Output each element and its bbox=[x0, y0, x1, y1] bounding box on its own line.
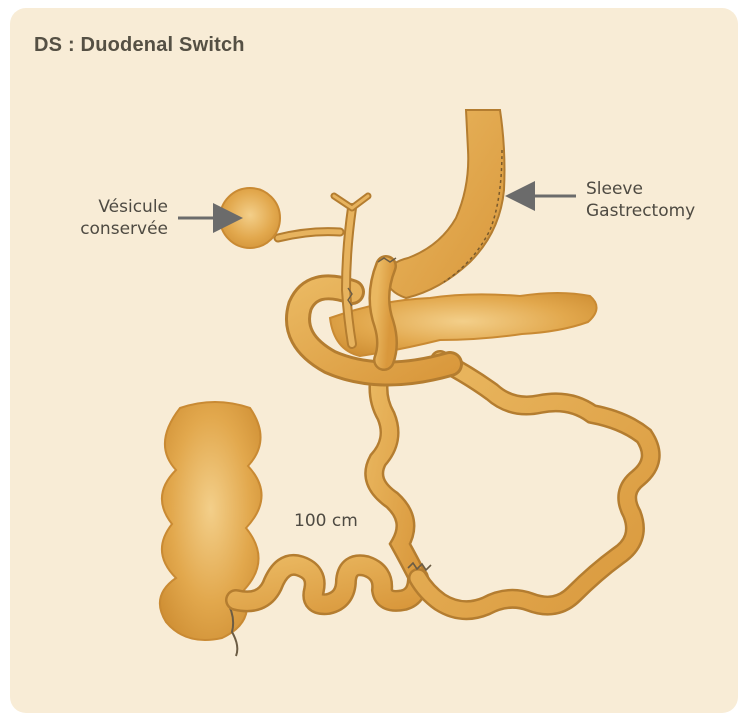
common-channel bbox=[236, 565, 418, 604]
biliopancreatic-limb bbox=[418, 360, 651, 610]
alimentary-limb bbox=[374, 360, 418, 578]
gallbladder bbox=[220, 188, 340, 248]
colon bbox=[160, 402, 262, 656]
